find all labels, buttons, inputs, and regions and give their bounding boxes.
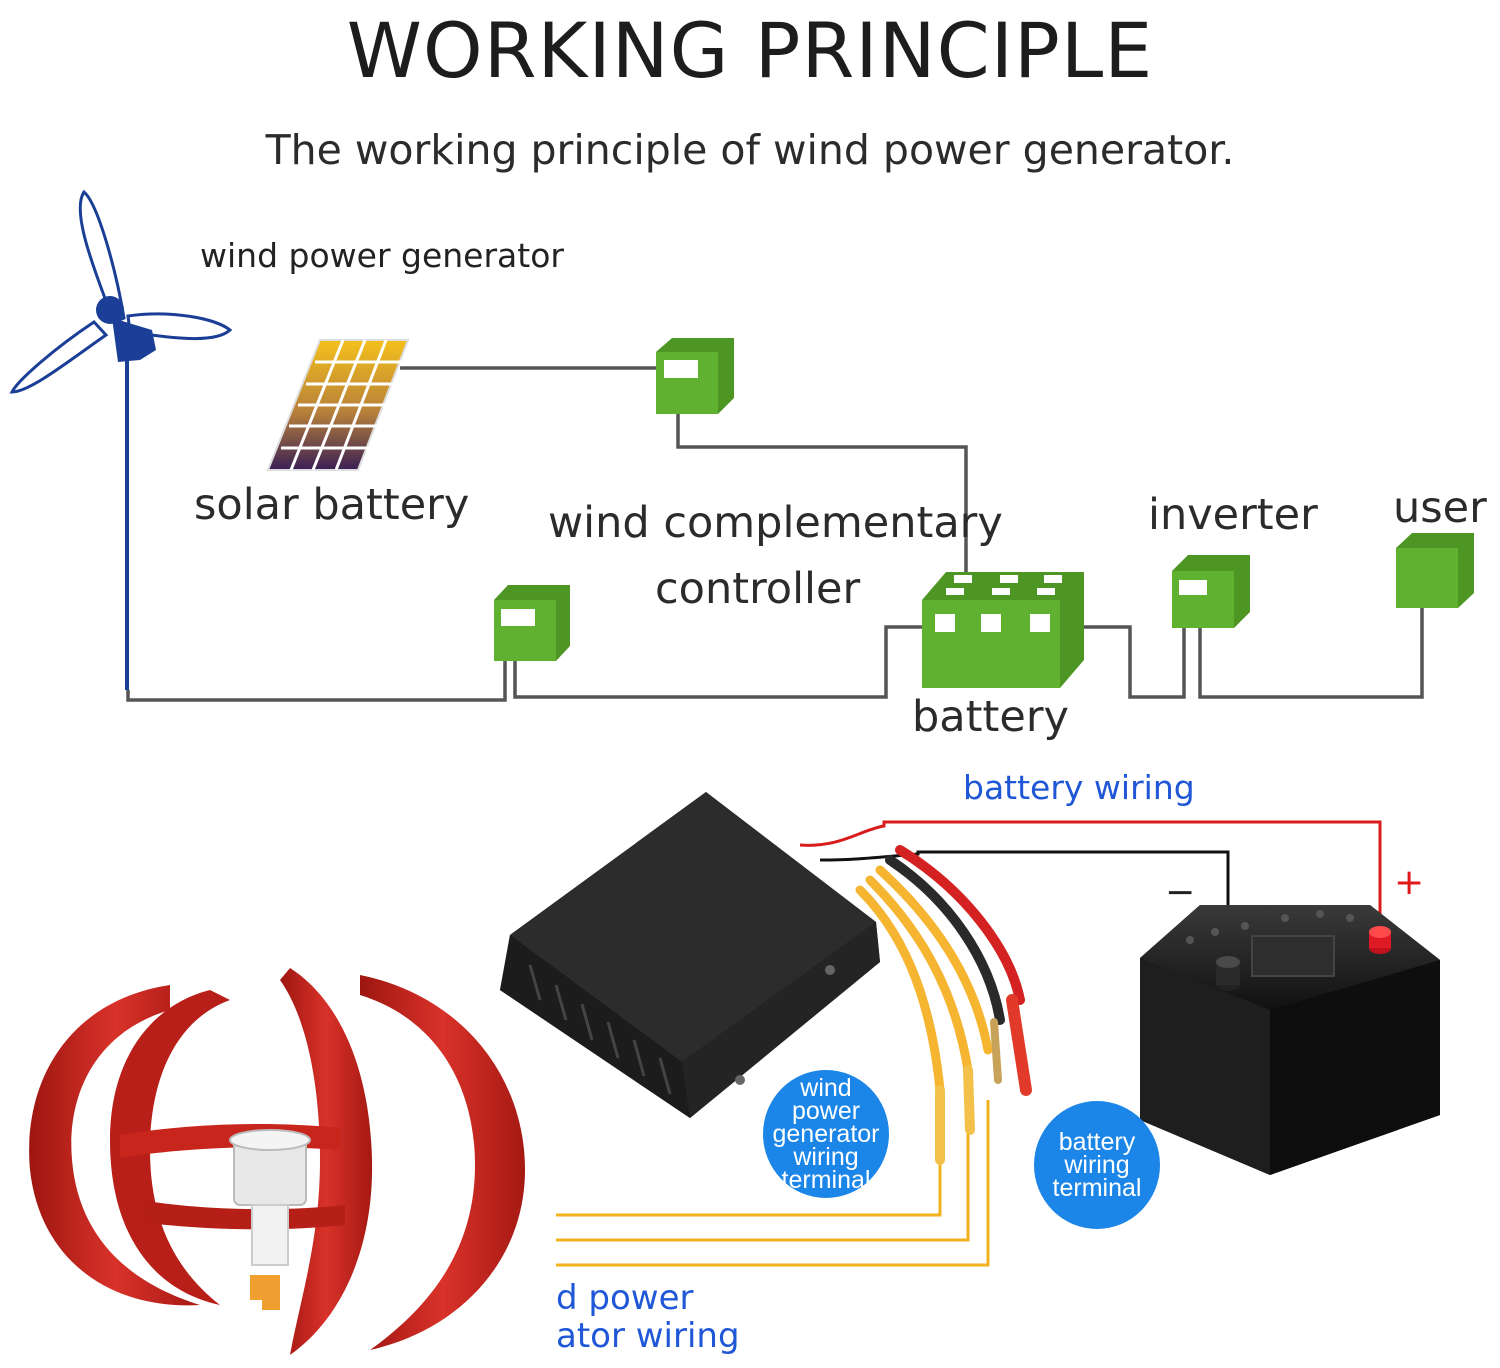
vertical-axis-turbine-icon [29, 968, 525, 1355]
label-solar-battery: solar battery [194, 480, 470, 530]
inverter-box-icon [1172, 555, 1250, 628]
label-inverter: inverter [1148, 490, 1318, 540]
wind-turbine-icon [9, 189, 233, 690]
page-title: WORKING PRINCIPLE [346, 6, 1154, 95]
cropped-label-line1: d power [556, 1278, 696, 1322]
cropped-label-line2-text: ator wiring [556, 1316, 740, 1356]
label-controller: controller [655, 564, 861, 614]
generator-terminal-bubble: wind power generator wiring terminal [763, 1070, 889, 1198]
label-user: user [1393, 483, 1487, 533]
label-battery-wiring: battery wiring [963, 768, 1195, 807]
charge-controller-icon [500, 792, 880, 1118]
label-wind-power-generator: wind power generator [200, 236, 564, 275]
label-positive-terminal: + [1394, 862, 1425, 903]
label-negative-terminal: − [1165, 872, 1196, 913]
label-battery: battery [912, 692, 1069, 742]
cropped-label-line2: ator wiring [556, 1316, 746, 1364]
label-wind-complementary: wind complementary [548, 498, 1003, 548]
controller-box-icon [656, 338, 734, 414]
small-controller-box-icon [494, 585, 570, 661]
cable-bundle [855, 845, 1032, 1165]
battery-bank-icon [922, 572, 1084, 688]
battery-terminal-bubble: battery wiring terminal [1034, 1101, 1160, 1229]
page-subtitle: The working principle of wind power gene… [265, 126, 1235, 174]
cropped-label-line1-text: d power [556, 1278, 694, 1318]
solar-panel-icon [266, 339, 410, 471]
user-box-icon [1396, 533, 1474, 608]
car-battery-icon [1140, 905, 1440, 1175]
schematic-wires [126, 366, 1424, 702]
